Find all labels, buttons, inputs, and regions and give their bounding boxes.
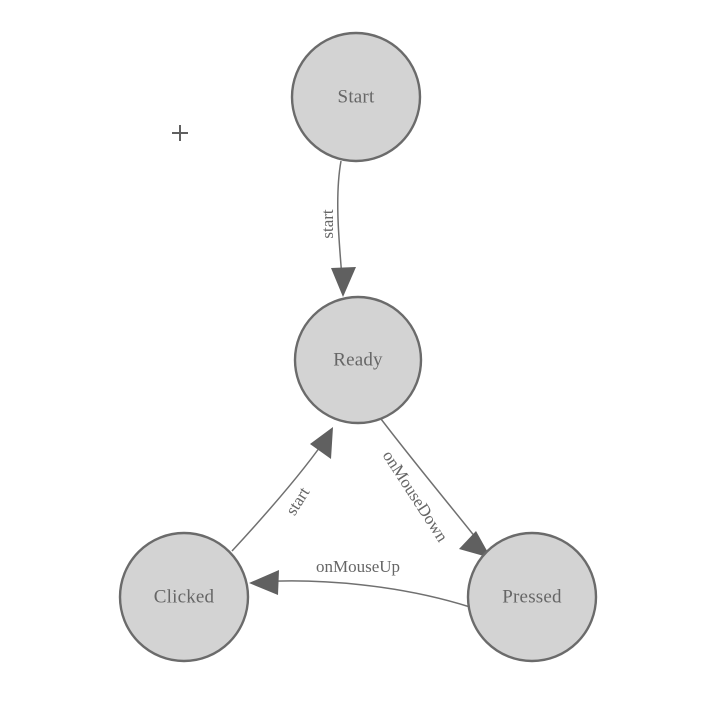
node-label-clicked: Clicked [154,586,215,607]
node-label-start: Start [338,86,375,107]
node-shape-pressed[interactable] [466,531,598,663]
edge-line-clicked-to-ready [231,433,330,552]
edge-start-to-ready[interactable] [331,160,356,297]
edge-label-start-to-ready: start [318,209,337,239]
node-shape-ready[interactable] [293,295,423,425]
arrowhead-icon-start-to-ready [331,267,356,297]
edge-label-pressed-to-clicked: onMouseUp [316,557,400,576]
edge-pressed-to-clicked[interactable] [249,570,471,608]
node-label-pressed: Pressed [502,586,562,607]
node-ready[interactable]: Ready [293,295,423,425]
node-label-ready: Ready [333,349,383,370]
node-shape-clicked[interactable] [118,531,250,663]
arrowhead-icon-clicked-to-ready [310,427,333,459]
arrowhead-icon-pressed-to-clicked [249,570,279,595]
node-start[interactable]: Start [290,31,422,163]
arrowhead-icon-ready-to-pressed [459,531,491,558]
edge-ready-to-pressed[interactable] [380,418,491,558]
node-shape-start[interactable] [290,31,422,163]
node-clicked[interactable]: Clicked [118,531,250,663]
node-pressed[interactable]: Pressed [466,531,598,663]
edge-clicked-to-ready[interactable] [231,427,333,552]
edges-layer [231,160,491,608]
markers-layer [172,125,188,141]
plus-marker-icon[interactable] [172,125,188,141]
edge-line-pressed-to-clicked [255,580,471,608]
